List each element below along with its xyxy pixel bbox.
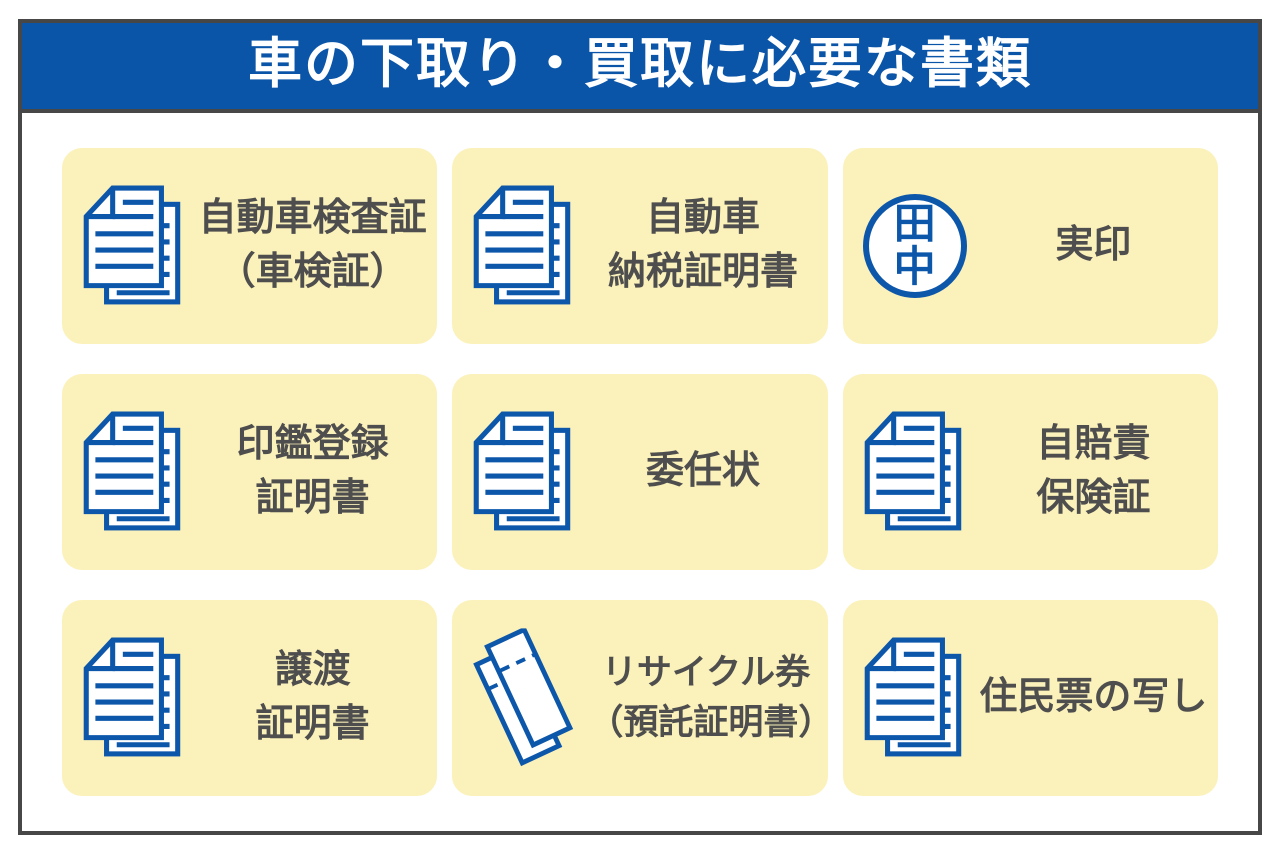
card-label: 譲渡 証明書 xyxy=(255,649,370,745)
header-banner: 車の下取り・買取に必要な書類 xyxy=(22,23,1258,113)
card-seal-registration-certificate: 印鑑登録 証明書 xyxy=(62,374,438,570)
documents-icon xyxy=(851,635,979,761)
documents-icon xyxy=(70,409,198,535)
documents-icon xyxy=(70,183,198,309)
hanko-stamp: 田 中 xyxy=(862,194,967,298)
card-recycle-ticket: リサイクル券 （預託証明書） xyxy=(452,600,834,796)
documents-icon xyxy=(851,409,979,535)
card-vehicle-tax-certificate: 自動車 納税証明書 xyxy=(452,148,828,344)
documents-icon xyxy=(460,409,588,535)
infographic-frame: 車の下取り・買取に必要な書類 自動車検査証 （車検証） 自動車 納税証明書 xyxy=(18,19,1262,835)
card-label: リサイクル券 （預託証明書） xyxy=(588,653,834,742)
card-power-of-attorney: 委任状 xyxy=(452,374,828,570)
ticket-icon xyxy=(460,628,588,768)
page-title: 車の下取り・買取に必要な書類 xyxy=(248,34,1032,94)
seal-icon: 田 中 xyxy=(851,194,979,298)
card-transfer-certificate: 譲渡 証明書 xyxy=(62,600,438,796)
documents-icon xyxy=(70,635,198,761)
card-label: 住民票の写し xyxy=(979,676,1208,719)
card-label: 自賠責 保険証 xyxy=(1036,423,1151,519)
card-vehicle-inspection-certificate: 自動車検査証 （車検証） xyxy=(62,148,438,344)
card-label: 印鑑登録 証明書 xyxy=(236,423,389,519)
card-liability-insurance-certificate: 自賠責 保険証 xyxy=(842,374,1218,570)
card-registered-seal: 田 中 実印 xyxy=(842,148,1218,344)
card-label: 委任状 xyxy=(645,450,760,493)
card-label: 自動車 納税証明書 xyxy=(607,197,798,293)
card-label: 自動車検査証 （車検証） xyxy=(198,197,427,293)
documents-grid: 自動車検査証 （車検証） 自動車 納税証明書 田 中 実印 xyxy=(22,113,1258,796)
card-label: 実印 xyxy=(1055,224,1132,267)
documents-icon xyxy=(460,183,588,309)
card-residence-certificate: 住民票の写し xyxy=(842,600,1218,796)
